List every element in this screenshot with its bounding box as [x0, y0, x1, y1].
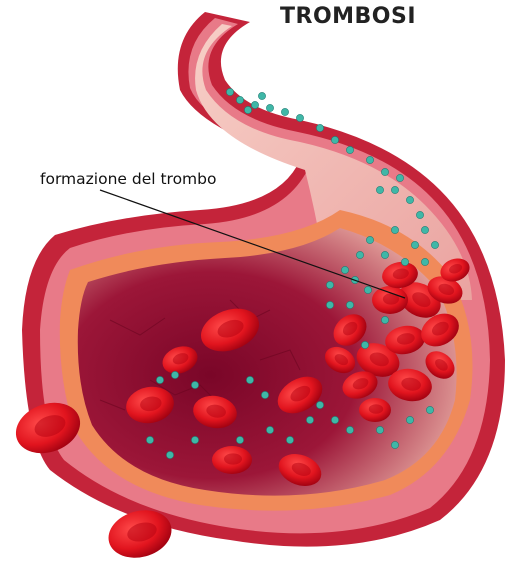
platelet-icon: [281, 108, 288, 115]
platelet-icon: [391, 226, 398, 233]
platelet-icon: [316, 401, 323, 408]
platelet-icon: [431, 241, 438, 248]
platelet-icon: [258, 92, 265, 99]
platelet-icon: [366, 156, 373, 163]
platelet-icon: [346, 146, 353, 153]
platelet-icon: [236, 96, 243, 103]
platelet-icon: [326, 301, 333, 308]
platelet-icon: [331, 136, 338, 143]
platelet-icon: [191, 436, 198, 443]
platelet-icon: [326, 281, 333, 288]
platelet-icon: [156, 376, 163, 383]
platelet-icon: [341, 266, 348, 273]
platelet-icon: [346, 301, 353, 308]
page-title: TROMBOSI: [280, 4, 416, 29]
platelet-icon: [191, 381, 198, 388]
platelet-icon: [286, 436, 293, 443]
platelet-icon: [416, 211, 423, 218]
platelet-icon: [406, 196, 413, 203]
platelet-icon: [316, 124, 323, 131]
platelet-icon: [376, 186, 383, 193]
platelet-icon: [361, 341, 368, 348]
platelet-icon: [266, 426, 273, 433]
platelet-icon: [331, 416, 338, 423]
platelet-icon: [261, 391, 268, 398]
platelet-icon: [296, 114, 303, 121]
platelet-icon: [226, 88, 233, 95]
platelet-icon: [146, 436, 153, 443]
platelet-icon: [381, 316, 388, 323]
platelet-icon: [166, 451, 173, 458]
red-blood-cell-icon: [212, 446, 252, 474]
platelet-icon: [391, 441, 398, 448]
platelet-icon: [376, 426, 383, 433]
platelet-icon: [381, 251, 388, 258]
platelet-icon: [266, 104, 273, 111]
platelet-icon: [411, 241, 418, 248]
red-blood-cell-icon: [359, 398, 391, 422]
platelet-icon: [406, 416, 413, 423]
platelet-icon: [346, 426, 353, 433]
red-blood-cell-icon: [372, 286, 408, 314]
platelet-icon: [356, 251, 363, 258]
platelet-icon: [396, 174, 403, 181]
platelet-icon: [236, 436, 243, 443]
thrombus-label: formazione del trombo: [40, 170, 216, 188]
platelet-icon: [364, 286, 371, 293]
platelet-icon: [401, 258, 408, 265]
platelet-icon: [421, 258, 428, 265]
platelet-icon: [421, 226, 428, 233]
platelet-icon: [391, 186, 398, 193]
platelet-icon: [246, 376, 253, 383]
platelet-icon: [251, 101, 258, 108]
platelet-icon: [426, 406, 433, 413]
platelet-icon: [306, 416, 313, 423]
platelet-icon: [244, 106, 251, 113]
platelet-icon: [171, 371, 178, 378]
platelet-icon: [381, 168, 388, 175]
platelet-icon: [366, 236, 373, 243]
